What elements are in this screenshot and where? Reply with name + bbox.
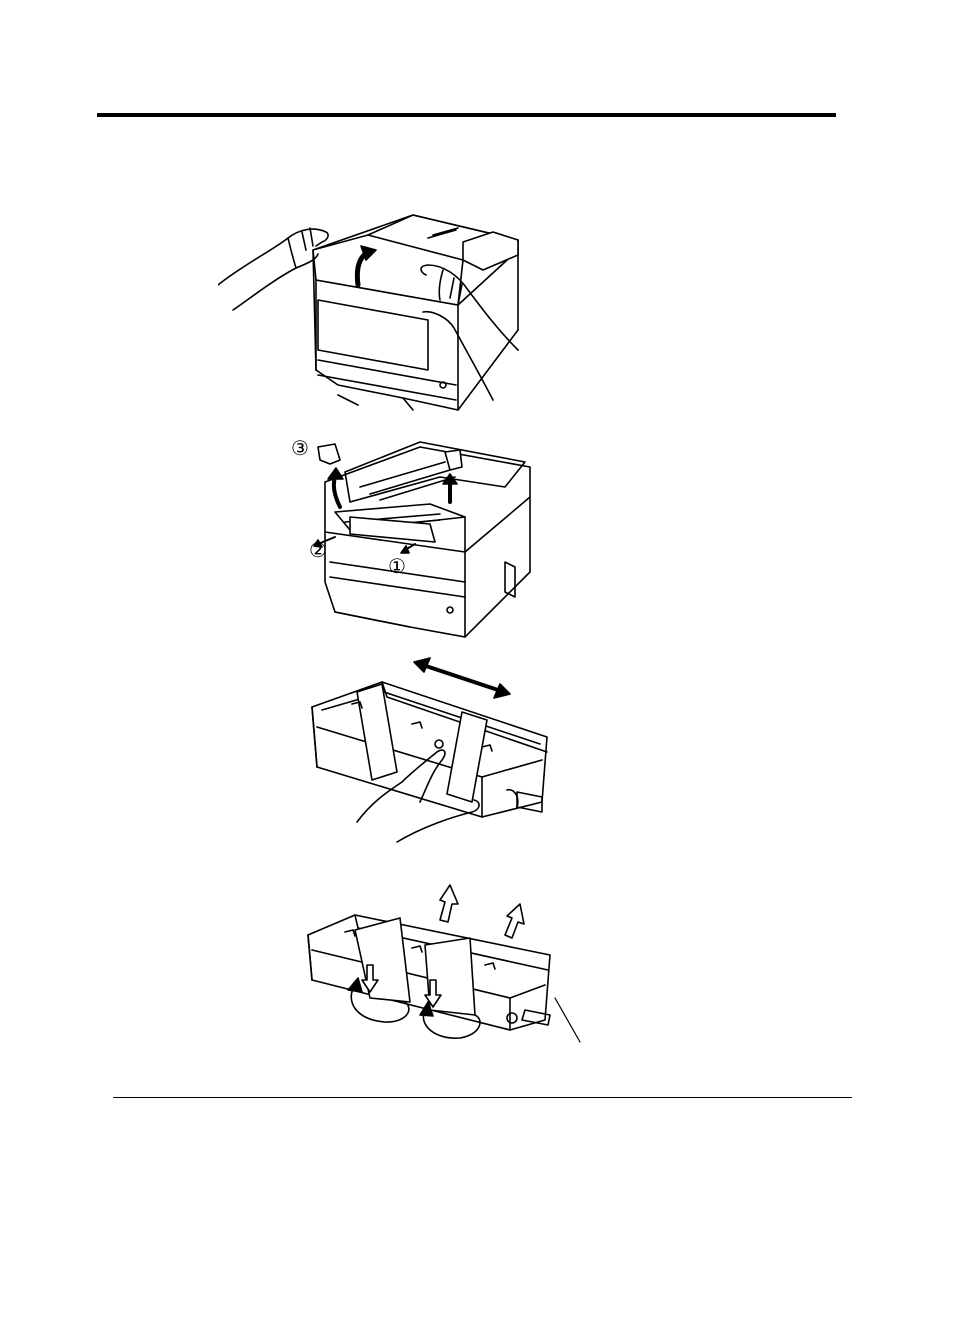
figure-remove-seals [300,880,590,1050]
step-3-label: ③ [291,438,309,458]
step-1-label: ① [388,556,406,576]
footer-rule [113,1097,852,1098]
figure-shake-cartridge [302,652,552,847]
figure-remove-packing [290,432,540,642]
header-rule [97,113,836,117]
figure-open-top-cover [218,210,528,415]
step-2-label: ② [309,540,327,560]
